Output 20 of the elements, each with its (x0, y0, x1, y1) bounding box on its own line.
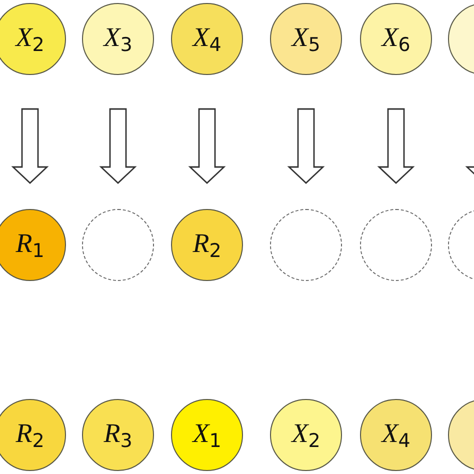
node-label: X$_{2}$ (292, 420, 320, 450)
node-label: X$_{1}$ (192, 420, 222, 450)
empty-slot-circle (82, 209, 154, 281)
empty-slot-circle (360, 209, 432, 281)
node-label: X$_{4}$ (192, 24, 222, 54)
block-arrow (99, 108, 137, 184)
node-label: R$_{2}$ (192, 230, 222, 260)
node-label: R$_{2}$ (16, 420, 44, 450)
node-label: X$_{6}$ (382, 24, 410, 54)
empty-slot-circle (270, 209, 342, 281)
block-arrow (287, 108, 325, 184)
node-label: R$_{3}$ (104, 420, 132, 450)
block-arrow (188, 108, 226, 184)
node-label: R$_{1}$ (16, 230, 44, 260)
node-label: X$_{4}$ (382, 420, 410, 450)
node-label: X$_{3}$ (104, 24, 132, 54)
block-arrow (377, 108, 415, 184)
node-label: X$_{2}$ (16, 24, 44, 54)
block-arrow (11, 108, 49, 184)
node-label: X$_{5}$ (292, 24, 320, 54)
